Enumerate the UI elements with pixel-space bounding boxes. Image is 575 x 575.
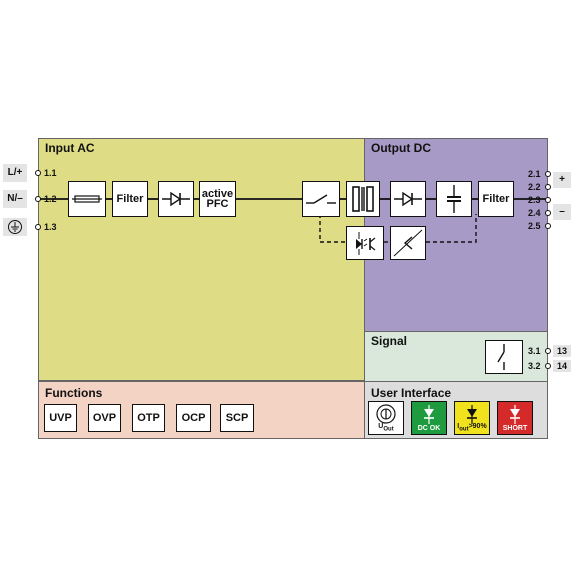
input-ac-panel: Input AC — [38, 138, 365, 381]
line-label: L/+ — [3, 164, 27, 182]
active-pfc-block: active PFC — [199, 181, 236, 217]
uout-caption: UOut — [369, 423, 403, 433]
active-pfc-line1: active — [201, 188, 234, 200]
input-filter-block: Filter — [112, 181, 148, 217]
function-ocp: OCP — [176, 404, 211, 432]
terminal-1-2 — [35, 196, 41, 202]
capacitor-icon — [447, 185, 461, 213]
relay-contact-icon — [497, 344, 505, 370]
signal-14-label: 14 — [553, 360, 571, 372]
function-scp: SCP — [220, 404, 254, 432]
diode-icon — [394, 191, 422, 207]
terminal-2-4 — [545, 210, 551, 216]
dc-ok-label: DC OK — [417, 425, 441, 432]
optocoupler-block — [346, 226, 384, 260]
terminal-2-1-label: 2.1 — [528, 169, 541, 179]
ground-icon — [8, 220, 22, 234]
iout-main: I — [457, 422, 460, 430]
terminal-2-2-label: 2.2 — [528, 182, 541, 192]
terminal-2-3-label: 2.3 — [528, 195, 541, 205]
terminal-3-1-label: 3.1 — [528, 346, 541, 356]
terminal-1-2-label: 1.2 — [44, 194, 57, 204]
switch-icon — [306, 194, 336, 204]
active-pfc-line2: PFC — [206, 198, 229, 210]
uout-sub: Out — [383, 426, 394, 432]
iout-rest: >90% — [468, 422, 487, 430]
signal-13-label: 13 — [553, 345, 571, 357]
terminal-2-2 — [545, 184, 551, 190]
output-rectifier-block — [390, 181, 426, 217]
short-label: SHORT — [502, 425, 528, 432]
iout-led: Iout>90% — [454, 401, 490, 435]
diode-icon — [162, 191, 190, 207]
led-icon — [424, 405, 434, 424]
short-led: SHORT — [497, 401, 533, 435]
iout-caption: Iout>90% — [455, 423, 489, 433]
functions-title: Functions — [45, 386, 103, 400]
terminal-1-3 — [35, 224, 41, 230]
terminal-3-2-label: 3.2 — [528, 361, 541, 371]
dc-ok-led: DC OK — [411, 401, 447, 435]
relay-contact-block — [485, 340, 523, 374]
terminal-2-5-label: 2.5 — [528, 221, 541, 231]
uout-main: U — [378, 422, 384, 430]
control-icon — [393, 229, 423, 257]
plus-label: + — [553, 172, 571, 188]
iout-sub: out — [459, 426, 469, 432]
terminal-2-3 — [545, 197, 551, 203]
transformer-icon — [352, 186, 374, 212]
output-filter-block: Filter — [478, 181, 514, 217]
output-dc-title: Output DC — [371, 141, 431, 155]
terminal-1-1-label: 1.1 — [44, 168, 57, 178]
rectifier-block — [158, 181, 194, 217]
uout-potentiometer[interactable]: UOut — [368, 401, 404, 435]
switch-block — [302, 181, 340, 217]
led-icon — [467, 405, 477, 424]
terminal-2-1 — [545, 171, 551, 177]
terminal-2-5 — [545, 223, 551, 229]
minus-label: – — [553, 204, 571, 220]
control-block — [390, 226, 426, 260]
optocoupler-icon — [356, 232, 376, 255]
terminal-3-2 — [545, 363, 551, 369]
potentiometer-icon — [376, 404, 396, 424]
led-icon — [510, 405, 520, 424]
input-ac-title: Input AC — [45, 141, 95, 155]
ground-label — [3, 218, 27, 236]
terminal-1-3-label: 1.3 — [44, 222, 57, 232]
terminal-2-4-label: 2.4 — [528, 208, 541, 218]
function-ovp: OVP — [88, 404, 121, 432]
terminal-1-1 — [35, 170, 41, 176]
function-uvp: UVP — [44, 404, 77, 432]
terminal-3-1 — [545, 348, 551, 354]
transformer-block — [346, 181, 380, 217]
capacitor-block — [436, 181, 472, 217]
neutral-label: N/– — [3, 190, 27, 208]
fuse-block — [68, 181, 106, 217]
user-interface-title: User Interface — [371, 386, 452, 400]
signal-title: Signal — [371, 334, 408, 348]
fuse-icon — [72, 195, 102, 203]
function-otp: OTP — [132, 404, 165, 432]
